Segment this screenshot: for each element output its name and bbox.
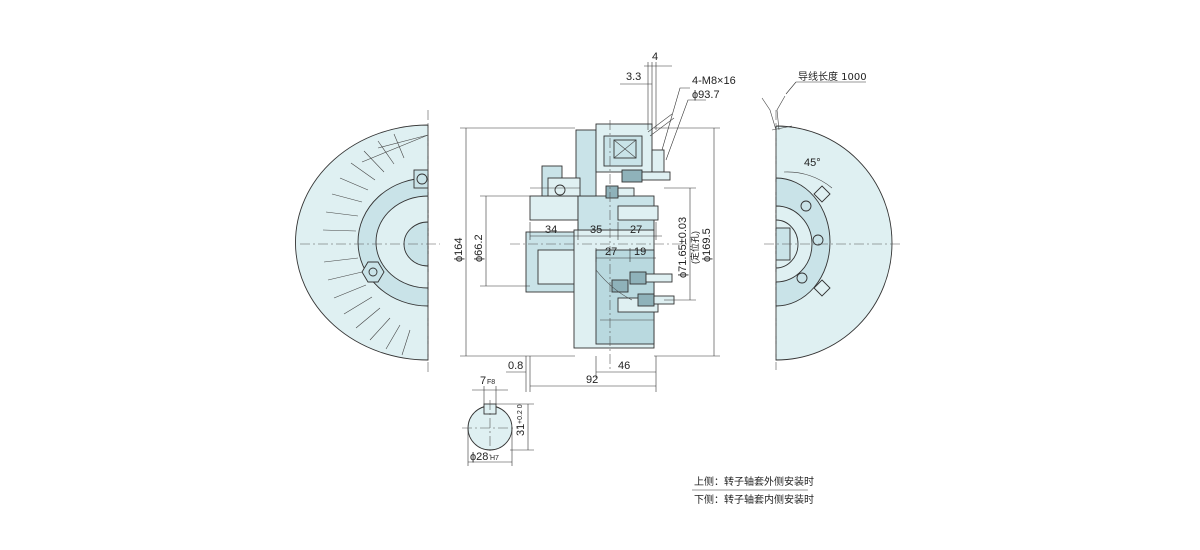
dim-4: 4 — [652, 51, 658, 63]
dim-phi71-65: ϕ71.65±0.03 — [677, 217, 689, 278]
key-depth: 31 — [515, 424, 527, 436]
bore-diameter: ϕ28 — [470, 451, 488, 463]
legend-notes: 上侧：转子轴套外侧安装时 下侧：转子轴套内侧安装时 — [692, 475, 814, 506]
section-view — [510, 113, 690, 370]
key-width-tol: F8 — [487, 379, 495, 386]
note-upper: 上侧：转子轴套外侧安装时 — [694, 475, 814, 488]
dim-92: 92 — [586, 374, 598, 386]
lead-length-label: 导线长度 1000 — [798, 70, 867, 83]
dim-19: 19 — [634, 246, 646, 258]
dimension-lines — [460, 62, 720, 392]
dim-0-8: 0.8 — [508, 360, 523, 372]
dim-34: 34 — [545, 224, 557, 236]
keyway-detail: 7 F8 31 +0.2 0 ϕ28 H7 — [462, 375, 534, 466]
dim-27-mid: 27 — [605, 246, 617, 258]
dim-35: 35 — [590, 224, 602, 236]
dim-46: 46 — [618, 360, 630, 372]
key-width: 7 — [480, 375, 486, 387]
right-view-field: 45° 导线长度 1000 — [761, 70, 900, 370]
dim-3-3: 3.3 — [626, 71, 641, 83]
dim-phi169-5: ϕ169.5 — [701, 228, 713, 262]
dim-phi164: ϕ164 — [453, 237, 465, 262]
note-lower: 下侧：转子轴套内侧安装时 — [694, 493, 814, 506]
bore-tol: H7 — [490, 455, 499, 462]
bolt-icon — [605, 169, 671, 199]
key-depth-tol: +0.2 0 — [517, 404, 524, 424]
hex-bolt-icon — [361, 261, 385, 283]
left-view-rotor — [294, 110, 440, 372]
dimension-labels: 4 3.3 4-M8×16 ϕ93.7 ϕ164 ϕ66.2 ϕ71.65±0.… — [453, 51, 736, 386]
dim-locating-hole: (定位孔) — [689, 231, 700, 264]
dim-27-top: 27 — [630, 224, 642, 236]
dim-phi66-2: ϕ66.2 — [473, 234, 485, 262]
angle-label: 45° — [804, 157, 821, 169]
screw-spec: 4-M8×16 — [692, 75, 736, 87]
dim-phi93-7: ϕ93.7 — [692, 89, 720, 101]
